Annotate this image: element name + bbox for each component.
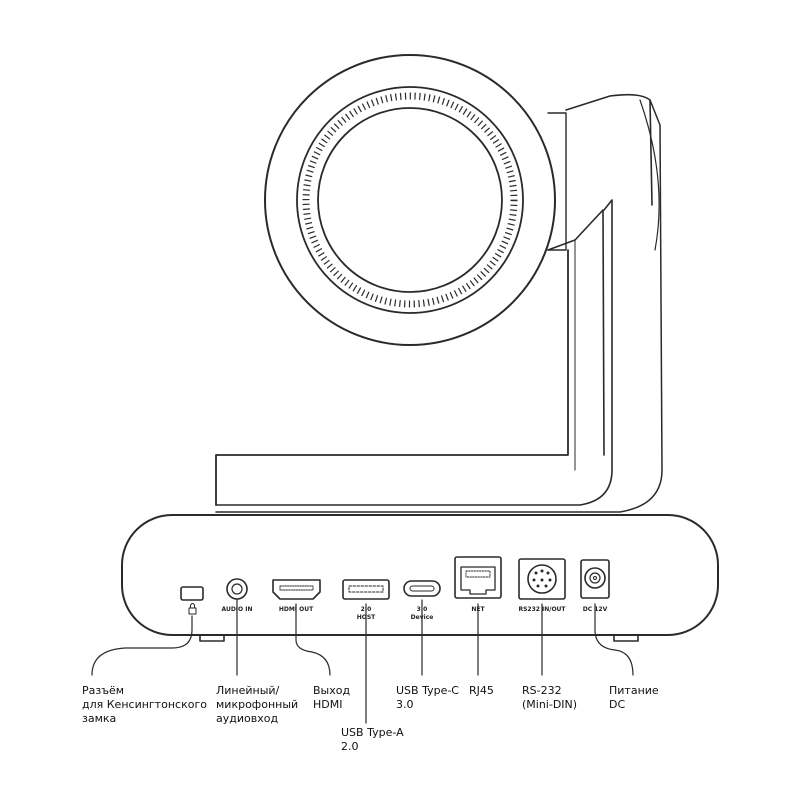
hdmi-pins (279, 585, 314, 591)
hdmi-out-label: HDMI OUT (279, 606, 314, 613)
dc-socket-inner (589, 572, 601, 584)
yoke-right-back (215, 199, 613, 506)
kensington-slot (180, 586, 204, 601)
rs232-outer (518, 558, 566, 600)
usb-c-mode-label: Device (411, 614, 434, 621)
port-rs232 (518, 558, 566, 600)
head-housing-right (547, 112, 567, 251)
lock-icon (188, 607, 197, 615)
port-usb-c (403, 580, 441, 597)
port-usb-a (342, 579, 390, 600)
usb-c-version-label: 3.0 (417, 606, 428, 613)
base-foot-left (199, 634, 225, 642)
usb-a-tongue (348, 585, 384, 593)
leader-kensington (91, 615, 193, 676)
callout-usb-a: USB Type-A 2.0 (341, 726, 407, 753)
port-rj45 (454, 556, 502, 599)
leader-power (594, 603, 634, 676)
rs232-socket (527, 564, 557, 594)
usb-a-mode-label: HOST (357, 614, 376, 621)
rj45-pins (465, 570, 491, 578)
callout-rs232: RS-232 (Mini-DIN) (522, 684, 577, 711)
usb-a-version-label: 2.0 (361, 606, 372, 613)
yoke-arm-outer (215, 249, 569, 506)
usb-c-inner (409, 585, 435, 592)
camera-yoke (215, 99, 663, 513)
lens-bezel (296, 86, 524, 314)
audio-in-label: AUDIO IN (222, 606, 253, 613)
yoke-right-edge (215, 99, 663, 513)
port-audio-in (226, 578, 248, 600)
dc-pin (593, 576, 597, 580)
camera-base (121, 514, 719, 642)
camera-head (264, 54, 653, 346)
net-label: NET (471, 606, 485, 613)
port-kensington (180, 586, 204, 615)
callout-power: Питание DC (609, 684, 662, 711)
callout-hdmi: Выход HDMI (313, 684, 354, 711)
leader-lines (91, 599, 634, 724)
callout-audio: Линейный/ микрофонный аудиовход (216, 684, 302, 725)
port-hdmi (272, 579, 321, 600)
callout-kensington: Разъём для Кенсингтонского замка (82, 684, 210, 725)
hdmi-outer (272, 579, 321, 600)
port-dc (580, 559, 610, 599)
usb-a-outer (342, 579, 390, 600)
yoke-back (565, 93, 653, 206)
audio-jack-inner (231, 583, 243, 595)
base-foot-right (613, 634, 639, 642)
audio-jack-outer (226, 578, 248, 600)
callout-labels: Разъём для Кенсингтонского замка Линейны… (82, 684, 662, 753)
lens-outer-ring (264, 54, 556, 346)
port-labels: AUDIO IN HDMI OUT 2.0 HOST 3.0 Device NE… (222, 606, 608, 621)
callout-usb-c: USB Type-C 3.0 (396, 684, 463, 711)
dc-socket-outer (584, 567, 606, 589)
yoke-right-curve (639, 99, 660, 251)
yoke-arm-inner (547, 209, 605, 456)
rs232-port-label: RS232 IN/OUT (518, 606, 566, 613)
dc-outer (580, 559, 610, 599)
usb-c-outer (403, 580, 441, 597)
rj45-socket (460, 566, 496, 595)
leader-hdmi (295, 603, 331, 676)
lens-dots-outer (302, 92, 518, 308)
base-body (121, 514, 719, 636)
rj45-outer (454, 556, 502, 599)
dc-port-label: DC 12V (583, 606, 608, 613)
callout-rj45: RJ45 (469, 684, 494, 697)
lens-glass (317, 107, 503, 293)
